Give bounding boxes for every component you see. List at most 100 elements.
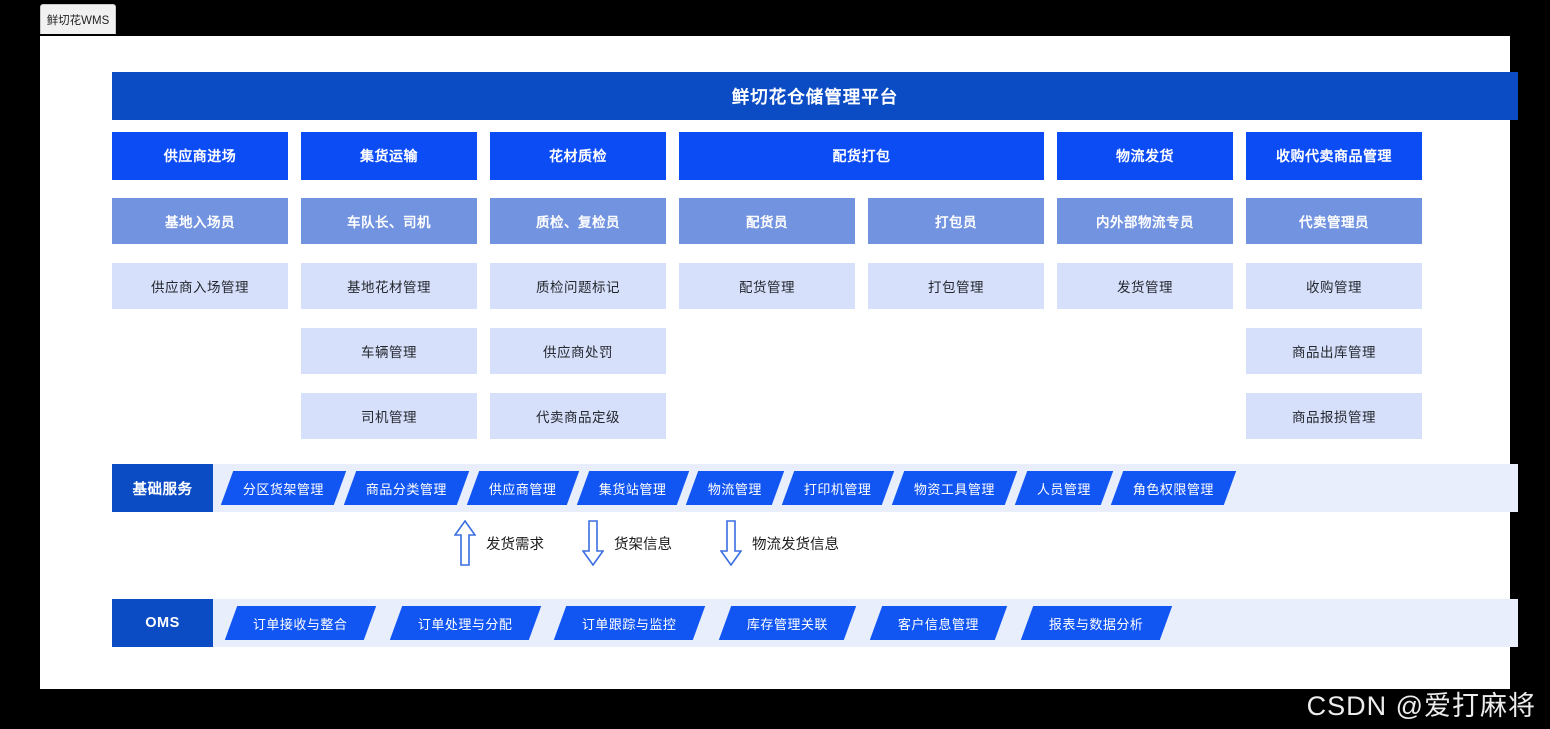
function-list: 收购管理商品出库管理商品报损管理 <box>1246 244 1422 439</box>
oms-band: OMS 订单接收与整合 订单处理与分配 订单跟踪与监控 库存管理关联 客户信息管理 报表与… <box>112 599 1518 647</box>
flow-item: 发货需求 <box>454 512 544 574</box>
function-list: 发货管理 <box>1057 244 1233 309</box>
page-canvas: 鲜切花仓储管理平台 供应商进场基地入场员供应商入场管理集货运输车队长、司机基地花… <box>40 36 1518 689</box>
service-chip[interactable]: 分区货架管理 <box>220 471 347 505</box>
service-chip-label: 报表与数据分析 <box>1048 616 1144 632</box>
role-cell[interactable]: 车队长、司机 <box>301 198 477 244</box>
stage-header[interactable]: 集货运输 <box>301 132 477 180</box>
browser-tab[interactable]: 鲜切花WMS <box>40 4 116 34</box>
role-cell[interactable]: 打包员 <box>868 198 1044 244</box>
flow-item: 货架信息 <box>582 512 672 574</box>
service-chip[interactable]: 库存管理关联 <box>718 606 856 640</box>
stage-subcolumns: 配货员配货管理打包员打包管理 <box>679 180 1044 309</box>
function-cell[interactable]: 发货管理 <box>1057 263 1233 309</box>
function-cell[interactable]: 商品报损管理 <box>1246 393 1422 439</box>
stage-header[interactable]: 供应商进场 <box>112 132 288 180</box>
function-cell[interactable]: 商品出库管理 <box>1246 328 1422 374</box>
service-chip[interactable]: 人员管理 <box>1014 471 1113 505</box>
stage-subcolumn: 质检、复检员质检问题标记供应商处罚代卖商品定级 <box>490 180 666 439</box>
stage-subcolumn: 代卖管理员收购管理商品出库管理商品报损管理 <box>1246 180 1422 439</box>
flow-label: 物流发货信息 <box>752 536 839 553</box>
browser-tab-strip: 鲜切花WMS <box>0 0 1550 36</box>
stage-header[interactable]: 物流发货 <box>1057 132 1233 180</box>
service-chip[interactable]: 商品分类管理 <box>343 471 470 505</box>
process-columns-grid: 供应商进场基地入场员供应商入场管理集货运输车队长、司机基地花材管理车辆管理司机管… <box>112 132 1518 439</box>
service-chip[interactable]: 订单跟踪与监控 <box>553 606 705 640</box>
service-chip[interactable]: 角色权限管理 <box>1110 471 1236 505</box>
stage-subcolumns: 基地入场员供应商入场管理 <box>112 180 288 309</box>
stage-subcolumns: 代卖管理员收购管理商品出库管理商品报损管理 <box>1246 180 1422 439</box>
function-cell[interactable]: 供应商处罚 <box>490 328 666 374</box>
csdn-watermark: CSDN @爱打麻将 <box>1306 691 1536 721</box>
service-chip-label: 商品分类管理 <box>366 481 448 497</box>
service-chip[interactable]: 客户信息管理 <box>869 606 1007 640</box>
stage-header[interactable]: 收购代卖商品管理 <box>1246 132 1422 180</box>
service-chip-label: 打印机管理 <box>804 481 872 497</box>
function-cell[interactable]: 代卖商品定级 <box>490 393 666 439</box>
process-column: 花材质检质检、复检员质检问题标记供应商处罚代卖商品定级 <box>490 132 666 439</box>
stage-subcolumn: 基地入场员供应商入场管理 <box>112 180 288 309</box>
function-cell[interactable]: 收购管理 <box>1246 263 1422 309</box>
oms-chip-list: 订单接收与整合 订单处理与分配 订单跟踪与监控 库存管理关联 客户信息管理 报表与数据分析 <box>213 599 1518 647</box>
function-cell[interactable]: 基地花材管理 <box>301 263 477 309</box>
process-column: 物流发货内外部物流专员发货管理 <box>1057 132 1233 309</box>
service-chip[interactable]: 物资工具管理 <box>891 471 1017 505</box>
function-list: 配货管理 <box>679 244 855 309</box>
role-cell[interactable]: 内外部物流专员 <box>1057 198 1233 244</box>
stage-subcolumn: 车队长、司机基地花材管理车辆管理司机管理 <box>301 180 477 439</box>
process-column: 收购代卖商品管理代卖管理员收购管理商品出库管理商品报损管理 <box>1246 132 1422 439</box>
browser-tab-label: 鲜切花WMS <box>46 14 110 27</box>
service-chip-label: 供应商管理 <box>489 481 557 497</box>
function-list: 质检问题标记供应商处罚代卖商品定级 <box>490 244 666 439</box>
diagram-title: 鲜切花仓储管理平台 <box>731 86 899 107</box>
oms-label: OMS <box>112 599 213 647</box>
service-chip-label: 角色权限管理 <box>1132 481 1214 497</box>
role-cell[interactable]: 基地入场员 <box>112 198 288 244</box>
process-column: 供应商进场基地入场员供应商入场管理 <box>112 132 288 309</box>
stage-subcolumn: 内外部物流专员发货管理 <box>1057 180 1233 309</box>
role-cell[interactable]: 质检、复检员 <box>490 198 666 244</box>
service-chip[interactable]: 报表与数据分析 <box>1020 606 1172 640</box>
base-services-chip-list: 分区货架管理 商品分类管理 供应商管理 集货站管理 物流管理 打印机管理 物资工具管理 人员管… <box>213 464 1518 512</box>
service-chip[interactable]: 打印机管理 <box>781 471 894 505</box>
function-cell[interactable]: 打包管理 <box>868 263 1044 309</box>
function-list: 基地花材管理车辆管理司机管理 <box>301 244 477 439</box>
service-chip-label: 库存管理关联 <box>746 616 828 632</box>
service-chip[interactable]: 订单处理与分配 <box>389 606 541 640</box>
service-chip[interactable]: 订单接收与整合 <box>224 606 376 640</box>
arrow-up-icon <box>454 520 476 566</box>
service-chip-label: 集货站管理 <box>598 481 667 497</box>
arrow-down-icon <box>720 520 742 566</box>
service-chip-label: 客户信息管理 <box>897 616 979 632</box>
service-chip-label: 订单处理与分配 <box>417 616 513 632</box>
flow-item: 物流发货信息 <box>720 512 839 574</box>
process-column: 配货打包配货员配货管理打包员打包管理 <box>679 132 1044 309</box>
function-cell[interactable]: 供应商入场管理 <box>112 263 288 309</box>
function-cell[interactable]: 司机管理 <box>301 393 477 439</box>
service-chip-label: 订单接收与整合 <box>253 616 348 632</box>
stage-header[interactable]: 配货打包 <box>679 132 1044 180</box>
service-chip[interactable]: 物流管理 <box>685 471 785 505</box>
function-list: 供应商入场管理 <box>112 244 288 309</box>
architecture-diagram: 鲜切花仓储管理平台 供应商进场基地入场员供应商入场管理集货运输车队长、司机基地花… <box>112 72 1518 647</box>
role-cell[interactable]: 配货员 <box>679 198 855 244</box>
diagram-title-banner: 鲜切花仓储管理平台 <box>112 72 1518 120</box>
function-cell[interactable]: 配货管理 <box>679 263 855 309</box>
flow-legend-row: 发货需求货架信息 物流发货信息 <box>112 512 1518 574</box>
service-chip-label: 物流管理 <box>708 481 763 497</box>
service-chip-label: 物资工具管理 <box>913 481 995 497</box>
service-chip-label: 订单跟踪与监控 <box>582 616 677 632</box>
stage-subcolumns: 车队长、司机基地花材管理车辆管理司机管理 <box>301 180 477 439</box>
stage-header[interactable]: 花材质检 <box>490 132 666 180</box>
service-chip-label: 分区货架管理 <box>243 481 325 497</box>
base-services-label: 基础服务 <box>112 464 213 512</box>
service-chip[interactable]: 供应商管理 <box>466 471 579 505</box>
function-cell[interactable]: 质检问题标记 <box>490 263 666 309</box>
service-chip[interactable]: 集货站管理 <box>576 471 689 505</box>
function-cell[interactable]: 车辆管理 <box>301 328 477 374</box>
stage-subcolumns: 内外部物流专员发货管理 <box>1057 180 1233 309</box>
stage-subcolumn: 配货员配货管理 <box>679 180 855 309</box>
base-services-band: 基础服务 分区货架管理 商品分类管理 供应商管理 集货站管理 物流管理 打印机管理 物资工具… <box>112 464 1518 512</box>
role-cell[interactable]: 代卖管理员 <box>1246 198 1422 244</box>
